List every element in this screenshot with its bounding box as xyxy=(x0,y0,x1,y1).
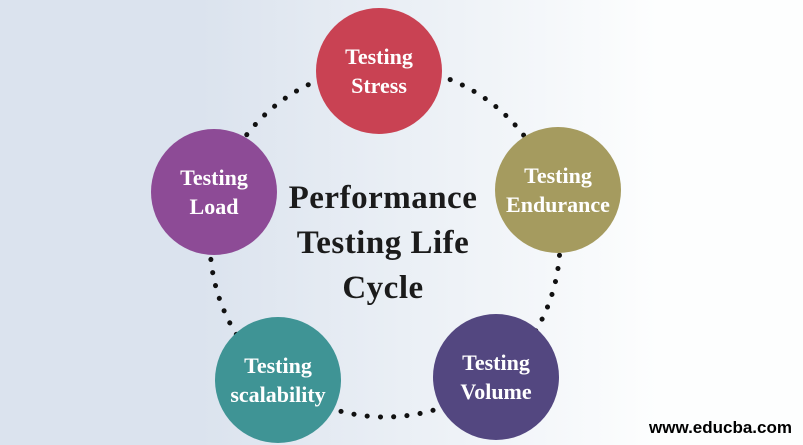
node-label-line: Load xyxy=(189,194,239,219)
node-testing-scalability: Testing scalability xyxy=(215,317,341,443)
diagram-title: Performance Testing Life Cycle xyxy=(253,176,513,311)
watermark-url: www.educba.com xyxy=(649,418,792,437)
node-label-line: Testing xyxy=(524,163,592,188)
title-line: Cycle xyxy=(342,270,424,306)
node-label-line: Testing xyxy=(244,353,312,378)
node-testing-stress: Testing Stress xyxy=(316,8,442,134)
node-label-line: Testing xyxy=(180,165,248,190)
node-label-line: Endurance xyxy=(506,192,610,217)
node-testing-endurance: Testing Endurance xyxy=(495,127,621,253)
node-label-line: Stress xyxy=(351,73,407,98)
title-line: Performance xyxy=(288,180,478,216)
node-testing-load: Testing Load xyxy=(151,129,277,255)
node-label-line: scalability xyxy=(230,382,326,407)
node-label-line: Volume xyxy=(460,379,532,404)
node-label-line: Testing xyxy=(462,350,530,375)
title-line: Testing Life xyxy=(296,225,470,261)
node-label-line: Testing xyxy=(345,44,413,69)
node-testing-volume: Testing Volume xyxy=(433,314,559,440)
